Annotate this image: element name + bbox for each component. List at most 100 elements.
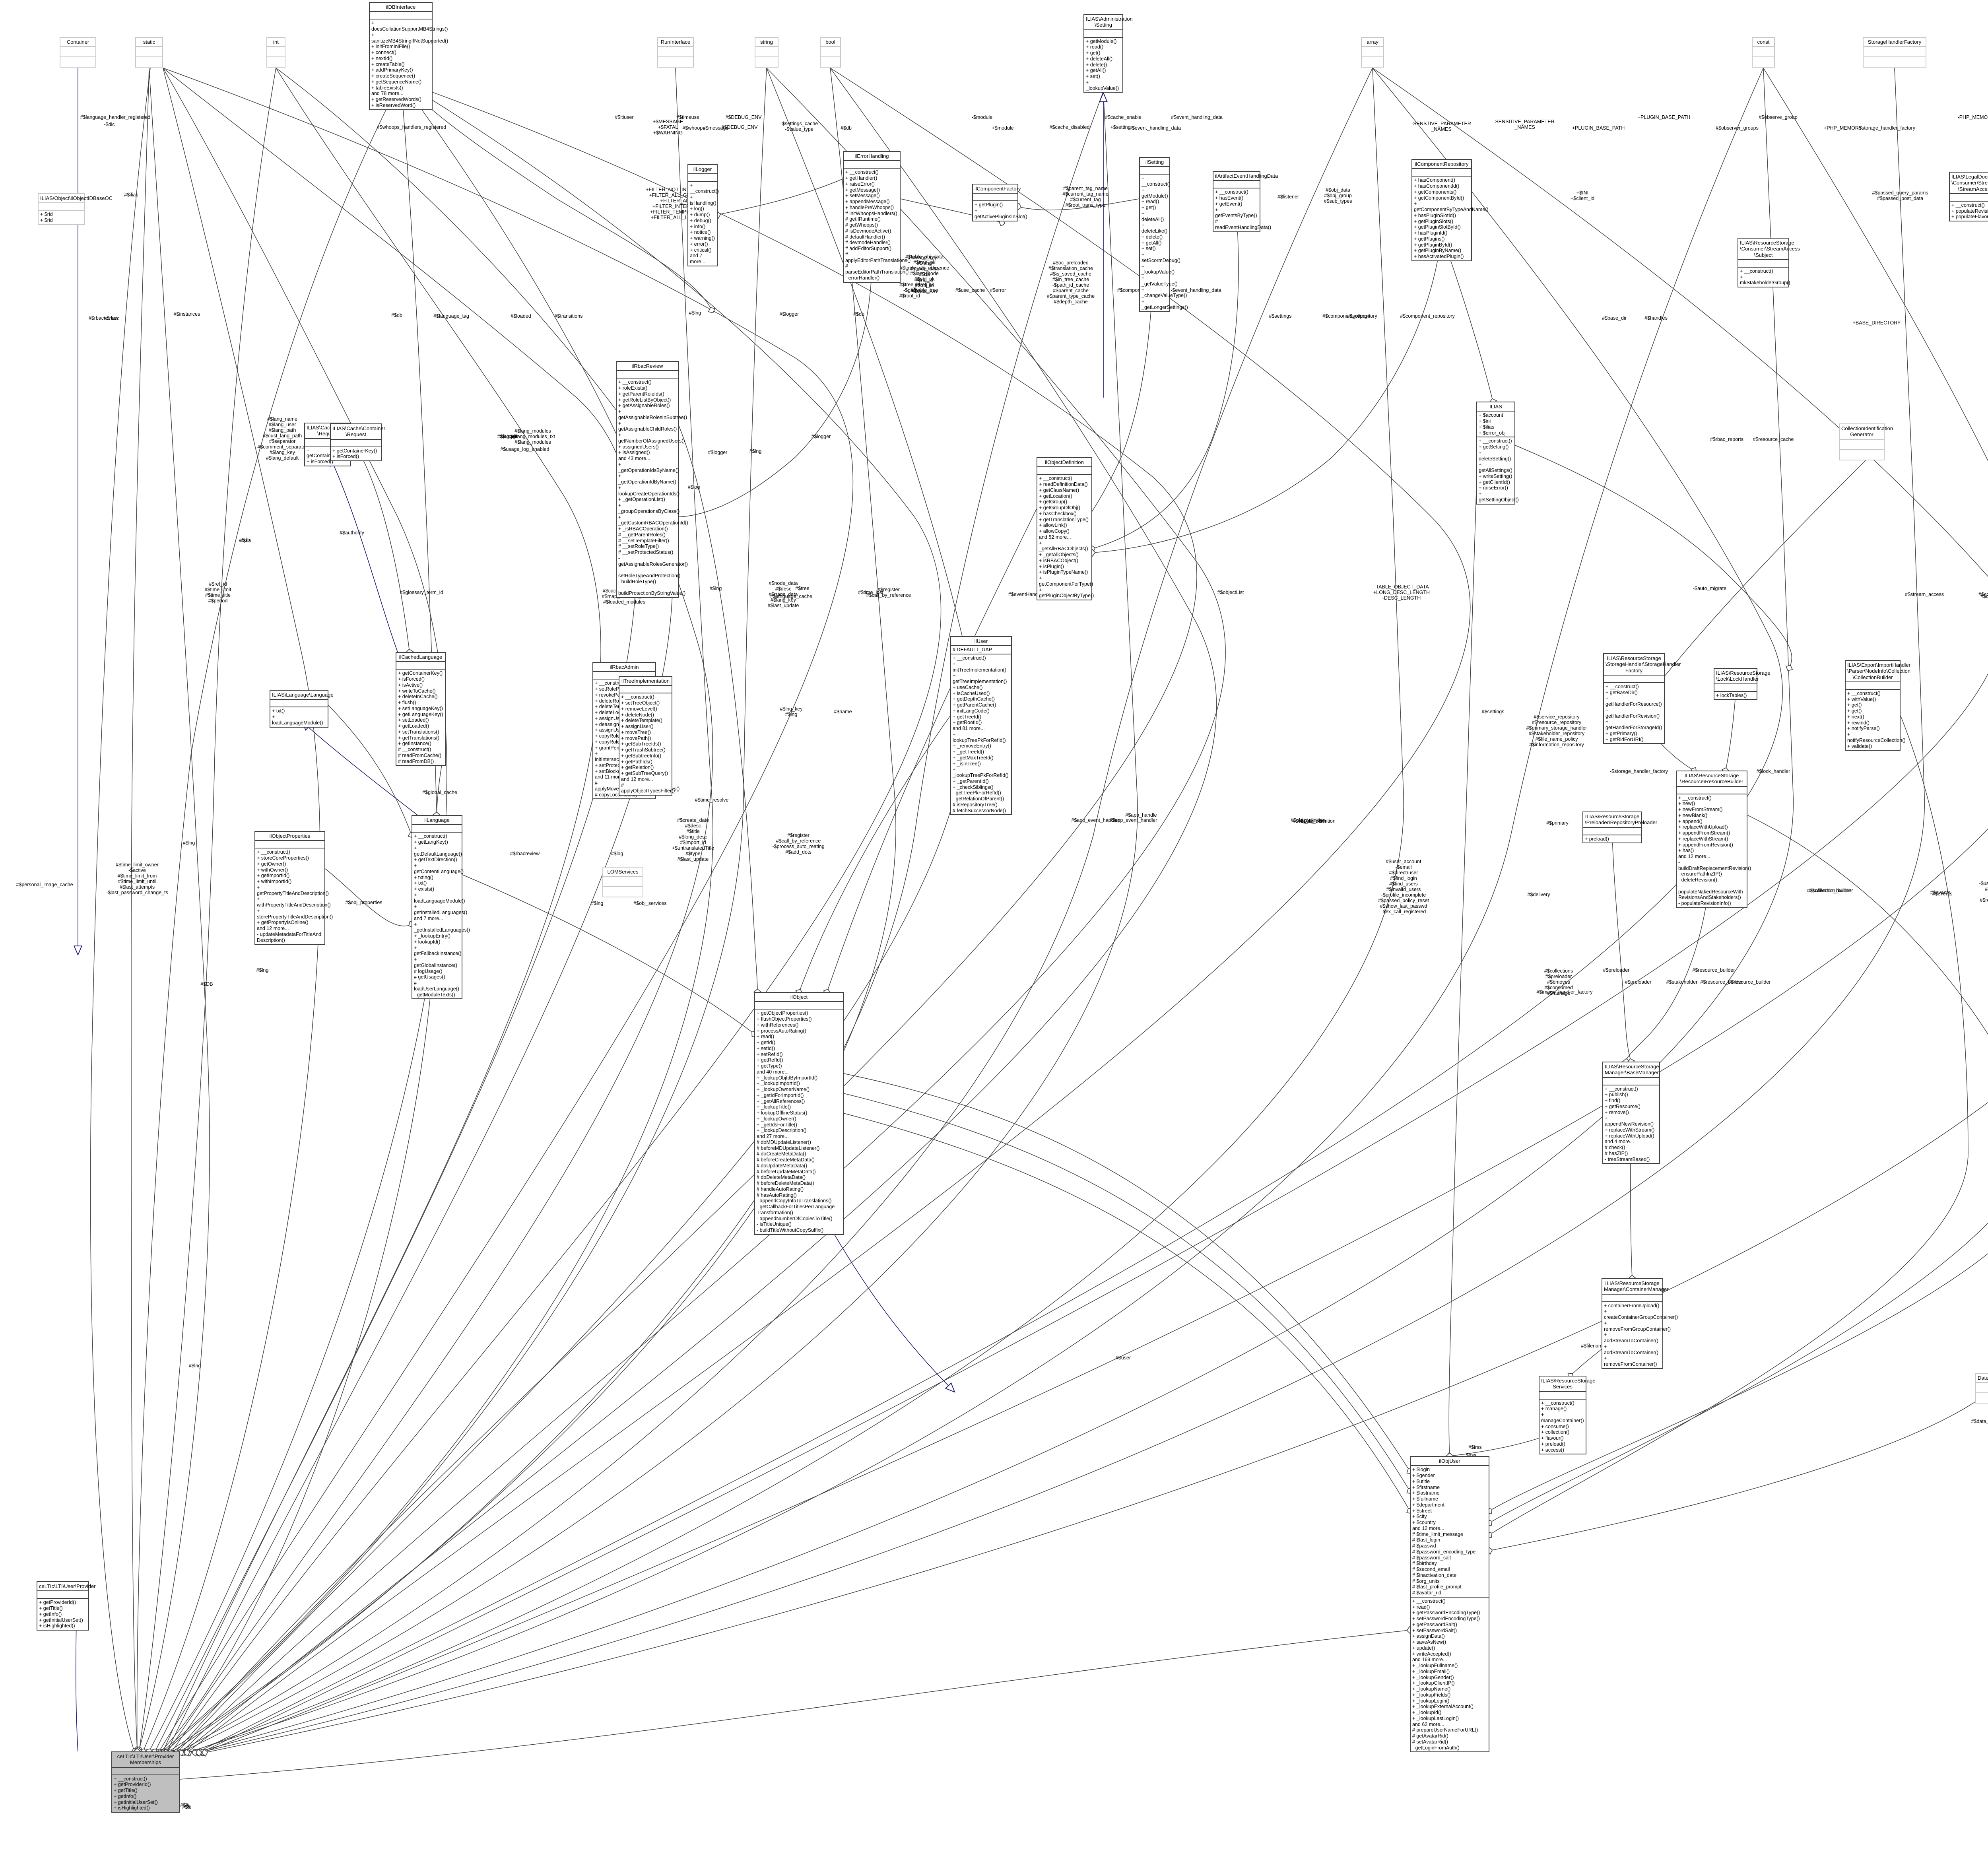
class-title: Container [60,38,95,47]
class-operations: + __construct() + storeCoreProperties() … [257,849,333,943]
uml-class-ilsetting[interactable]: ilSetting+ __construct() + getModule() +… [1139,157,1188,312]
class-operations [1362,57,1383,67]
edge-label: #$db [240,538,251,544]
uml-class-ildbcachecontainer[interactable]: ILIAS\Cache\Container \Request+ getConta… [330,423,385,462]
uml-class-dateformatfactory[interactable]: DateFormatFactory [1975,1373,1988,1404]
edge-label: #$DEBUG_ENV [721,124,758,130]
edge-label: +PLUGIN_BASE_PATH [1572,125,1625,131]
edge-label: #$settings [1481,709,1505,714]
uml-class-ilias_admin_setting[interactable]: ILIAS\Administration \Setting+ getModule… [1083,14,1133,93]
edge-label: #$timeuse [676,115,699,120]
uml-class-runinterface[interactable]: RunInterface [657,37,694,68]
class-attributes [112,1768,179,1775]
class-title: ILIAS\ResourceStorage \Lock\LockHandler [1714,669,1771,684]
edge-label: #$event_handling_data [1129,125,1181,131]
uml-class-ilobjectdefinition[interactable]: ilObjectDefinition+ __construct() + read… [1037,457,1094,601]
class-title: bool [821,38,840,47]
class-attributes [1840,440,1884,450]
uml-class-ildbinterface[interactable]: ilDBInterface+ doesCollationSupportMB4St… [369,2,448,110]
uml-class-ilias_object_idbaseobjdefs[interactable]: ILIAS\Object\ilObjectIDBaseOC + $rid + $r… [38,193,113,225]
uml-class-lomservices[interactable]: LOMServices [602,867,643,898]
edge-label: #$obj_properties [345,900,382,905]
edge-label: #$observe_group [1759,115,1798,120]
edge-label: #$primary [1546,820,1569,826]
uml-class-ilias_resourcestorage_repositorypreloader[interactable]: ILIAS\ResourceStorage \Preloader\Reposit… [1582,812,1657,844]
class-title: ilSetting [1140,158,1169,167]
class-attributes [844,161,900,169]
uml-class-ilrbacreview[interactable]: ilRbacReview+ __construct() + roleExists… [616,361,688,598]
edge-label: #$lng [182,840,195,846]
uml-class-ilias_legaldocs[interactable]: ILIAS\LegalDocuments \Consumer\StreamAcc… [1949,172,1988,222]
uml-class-ilias_exportimporthandler[interactable]: ILIAS\Export\ImportHandler \Parser\NodeI… [1845,660,1910,751]
class-title: ILIAS\Cache\Container \Request [331,424,385,440]
edge-label: #$register #$call_by_reference -$process… [772,833,825,855]
class-operations: + getModule() + read() + get() + deleteA… [1086,38,1119,91]
uml-class-ilobjectproperties[interactable]: ilObjectProperties+ __construct() + stor… [254,831,333,945]
edge-label: #$obj_services [633,901,667,906]
uml-class-bool[interactable]: bool [820,37,841,68]
uml-class-celtic_lti_provider[interactable]: ceLTIc\LTI\User\Provider+ getProviderId(… [37,1581,96,1631]
uml-class-ilias_resourcestorage_storagehandlerfactory[interactable]: ILIAS\ResourceStorage \StorageHandler\St… [1603,653,1681,744]
edge-label: #$lng [256,967,269,973]
uml-class-ilias_language_language[interactable]: ILIAS\Language\Language+ txt() + loadLan… [270,690,334,728]
class-attributes [267,47,285,58]
class-attributes [270,700,328,708]
edge-label: #$preloader [1625,979,1652,985]
class-attributes [619,686,672,694]
class-operations: + getContainerKey() + isForced() + isAct… [398,670,443,764]
uml-class-ilias_resourcestorage_managerbase[interactable]: ILIAS\ResourceStorage Manager\BaseManage… [1602,1062,1660,1164]
uml-class-string[interactable]: string [755,37,779,68]
edge-label: #$transitions [554,313,583,319]
class-attributes [1677,787,1747,794]
edge-label: +$module [992,125,1014,131]
uml-class-ilobject[interactable]: ilObject+ getObjectProperties() + flushO… [754,992,844,1235]
edge-label: #$create_date #$desc #$title #$long_desc… [672,817,714,862]
uml-class-storagehandlerfactory[interactable]: StorageHandlerFactory [1863,37,1926,68]
uml-class-ilias_resourcestorage_lockhandler[interactable]: ILIAS\ResourceStorage \Lock\LockHandler+… [1714,668,1771,700]
edge-label: #$collection_builder [1809,888,1853,893]
uml-class-ilias_resourcestorage_containermanager[interactable]: ILIAS\ResourceStorage Manager\ContainerM… [1602,1278,1678,1369]
uml-class-ilias_resourcestorage_resourcebuilder[interactable]: ILIAS\ResourceStorage \Resource\Resource… [1676,771,1751,908]
uml-class-const[interactable]: const [1752,37,1775,68]
uml-class-celtic_lti_provider_memberships[interactable]: ceLTIc\LTI\User\Provider Memberships+ __… [111,1751,180,1813]
uml-class-static[interactable]: static [135,37,163,68]
uml-class-ilcomponentfactory[interactable]: ilComponentFactory+ getPlugin() + getAct… [972,184,1027,221]
edge-label: +$setting [1110,124,1131,130]
uml-class-ilias_cache_nodemeta[interactable]: CollectionIdentification Generator [1839,423,1893,460]
edge-label: #$lock_handler [1756,769,1790,774]
class-title: ILIAS\ResourceStorage \Preloader\Reposit… [1583,812,1657,828]
class-attributes [1140,167,1169,175]
class-attributes [1037,467,1091,475]
edge-label: -PHP_MEMORY [1957,115,1988,120]
uml-class-ilias[interactable]: ILIAS+ $account + $ini + $ilias + $error… [1476,402,1519,505]
uml-class-iltreeimplementation[interactable]: ilTreeImplementation+ __construct() + se… [619,676,675,796]
uml-class-container[interactable]: Container [60,37,96,68]
uml-class-illanguage[interactable]: ilLanguage+ __construct() + getLangKey()… [412,815,470,1000]
uml-class-iluser[interactable]: ilUser# DEFAULT_GAP+ __construct() + ini… [950,636,1012,815]
class-operations: + __construct() + mkStakeholderGroup() [1740,268,1790,286]
class-operations [60,57,95,67]
edge-label: #$component_repository [1400,313,1455,319]
class-operations: + doesCollationSupportMB4Strings() + san… [371,20,448,108]
uml-class-ilobjuser[interactable]: ilObjUser+ $login + $gender + $utitle + … [1410,1456,1489,1753]
uml-class-ilcomponentrepository[interactable]: ilComponentRepository+ hasComponent() + … [1411,159,1489,261]
class-operations: + $rid + $rid [40,212,53,223]
edge-label: #$settings [1269,313,1292,319]
uml-class-illogger[interactable]: ilLogger+ __construct() + isHandling() +… [687,164,719,266]
class-title: ILIAS\Object\ilObjectIDBaseOC [39,194,113,204]
edge-label: #$name [834,709,852,714]
uml-class-ilcachedlanguage[interactable]: ilCachedLanguage+ getContainerKey() + is… [396,652,446,766]
uml-class-ilerrorhandling[interactable]: ilErrorHandling+ __construct() + getHand… [843,151,911,283]
class-title: ilArtifactEventHandlingData [1213,172,1278,181]
edge-label: #$cache_enable [1105,115,1142,120]
edge-label: #$obj_definition [1291,817,1326,823]
uml-class-ilartifacteventhandlingdata[interactable]: ilArtifactEventHandlingData+ __construct… [1213,171,1278,232]
uml-class-ilias_resourcestorage_consumer[interactable]: ILIAS\ResourceStorage \Consumer\StreamAc… [1738,238,1800,288]
class-attributes [136,47,162,58]
class-attributes [1753,47,1774,58]
uml-class-array[interactable]: array [1361,37,1384,68]
uml-class-ilias_resourcestorage_services[interactable]: ILIAS\ResourceStorage Services+ __constr… [1539,1376,1596,1455]
class-attributes [39,203,84,211]
uml-class-int[interactable]: int [266,37,285,68]
edge-label: #$lti [180,1802,190,1808]
